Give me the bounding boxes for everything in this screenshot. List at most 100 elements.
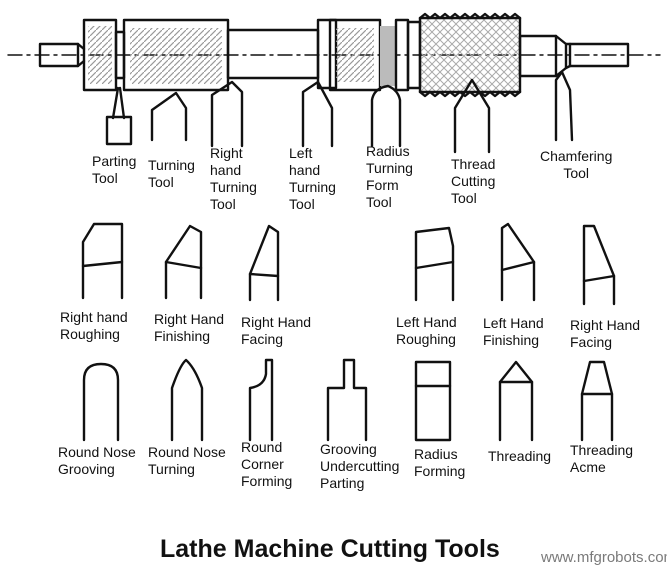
label-chamfering-tool: Chamfering Tool [540, 148, 612, 182]
label-line: Round Nose [148, 444, 226, 460]
label-left-hand-finishing: Left Hand Finishing [483, 315, 544, 349]
label-left-hand-turning-tool: Left hand Turning Tool [289, 145, 336, 213]
tool-right-hand-roughing [81, 222, 124, 300]
label-line: Right hand [60, 309, 128, 325]
label-line: Tool [148, 174, 174, 190]
tool-threading-acme [580, 360, 614, 442]
label-line: Turning [366, 160, 413, 176]
label-line: Tool [210, 196, 236, 212]
label-line: Cutting [451, 173, 496, 189]
label-line: Turning [148, 461, 195, 477]
label-line: Corner [241, 456, 284, 472]
label-line: Round Nose [58, 444, 136, 460]
tool-left-hand-roughing [414, 226, 455, 302]
label-line: Facing [241, 331, 284, 347]
label-line: Finishing [483, 332, 540, 348]
tool-radius-turning [370, 84, 402, 148]
label-thread-cutting-tool: Thread Cutting Tool [451, 156, 495, 207]
label-line: Right Hand [154, 311, 225, 327]
label-line: Turning [148, 157, 195, 173]
tool-right-hand-facing [248, 224, 280, 302]
label-line: Right [210, 145, 243, 161]
label-line: Right Hand [241, 314, 312, 330]
workpiece [7, 12, 661, 98]
radius-groove [380, 26, 396, 86]
label-line: Thread [451, 156, 496, 172]
label-line: Roughing [60, 326, 120, 342]
tool-right-hand-finishing [164, 224, 203, 300]
label-line: Roughing [396, 331, 456, 347]
tool-left-hand-finishing [500, 222, 536, 302]
tool-right-hand-facing-2 [582, 224, 616, 306]
label-line: Tool [92, 170, 118, 186]
reduced-section [226, 28, 320, 80]
label-line: Forming [241, 473, 293, 489]
label-line: Grooving [320, 441, 377, 457]
label-line: Turning [210, 179, 257, 195]
label-threading-acme: Threading Acme [570, 442, 633, 476]
label-line: Left [289, 145, 313, 161]
label-line: Parting [320, 475, 365, 491]
label-round-nose-turning: Round Nose Turning [148, 444, 226, 478]
label-line: Left Hand [483, 315, 544, 331]
label-threading: Threading [488, 448, 551, 465]
label-line: Tool [451, 190, 477, 206]
label-line: Tool [366, 194, 392, 210]
tool-thread-cutting [453, 78, 491, 154]
tool-radius-forming [414, 360, 452, 442]
tool-chamfering [554, 70, 574, 142]
tool-parting [105, 86, 133, 146]
label-line: Radius [366, 143, 410, 159]
label-line: Left Hand [396, 314, 457, 330]
label-line: Chamfering [540, 148, 613, 164]
label-line: Round [241, 439, 283, 455]
label-line: Tool [563, 165, 590, 181]
shoulder [316, 18, 338, 90]
right-center [568, 42, 630, 68]
label-line: Threading [488, 448, 552, 464]
label-right-hand-facing: Right Hand Facing [241, 314, 311, 348]
tool-right-hand-turning [210, 80, 244, 148]
label-round-nose-grooving: Round Nose Grooving [58, 444, 136, 478]
diagram-title: Lathe Machine Cutting Tools [160, 535, 500, 563]
tool-round-nose-turning [170, 358, 204, 442]
label-line: hand [210, 162, 242, 178]
label-right-hand-roughing: Right hand Roughing [60, 309, 128, 343]
label-line: Radius [414, 446, 458, 462]
label-left-hand-roughing: Left Hand Roughing [396, 314, 457, 348]
label-parting-tool: Parting Tool [92, 153, 136, 187]
label-line: Undercutting [320, 458, 400, 474]
label-radius-turning-form-tool: Radius Turning Form Tool [366, 143, 413, 211]
tool-round-nose-grooving [82, 362, 120, 442]
label-right-hand-finishing: Right Hand Finishing [154, 311, 224, 345]
label-line: Acme [570, 459, 606, 475]
label-line: Parting [92, 153, 137, 169]
tool-left-hand-turning [301, 80, 334, 148]
label-round-corner-forming: Round Corner Forming [241, 439, 292, 490]
label-line: Form [366, 177, 399, 193]
tool-grooving-undercutting-parting [326, 358, 368, 442]
label-line: Right Hand [570, 317, 641, 333]
label-right-hand-facing-2: Right Hand Facing [570, 317, 640, 351]
thread-section [418, 16, 522, 94]
left-center [38, 42, 80, 68]
label-line: Forming [414, 463, 466, 479]
watermark: www.mfgrobots.com [541, 549, 667, 566]
label-line: hand [289, 162, 321, 178]
label-line: Turning [289, 179, 336, 195]
label-line: Threading [570, 442, 634, 458]
label-line: Facing [570, 334, 613, 350]
tool-round-corner-forming [248, 358, 274, 442]
label-line: Tool [289, 196, 315, 212]
label-grooving-undercutting-parting: Grooving Undercutting Parting [320, 441, 399, 492]
label-radius-forming: Radius Forming [414, 446, 465, 480]
label-turning-tool: Turning Tool [148, 157, 195, 191]
label-line: Grooving [58, 461, 115, 477]
chamfer-section [518, 34, 558, 78]
label-line: Finishing [154, 328, 211, 344]
label-right-hand-turning-tool: Right hand Turning Tool [210, 145, 257, 213]
tool-threading [498, 360, 534, 442]
tool-turning [150, 91, 188, 142]
